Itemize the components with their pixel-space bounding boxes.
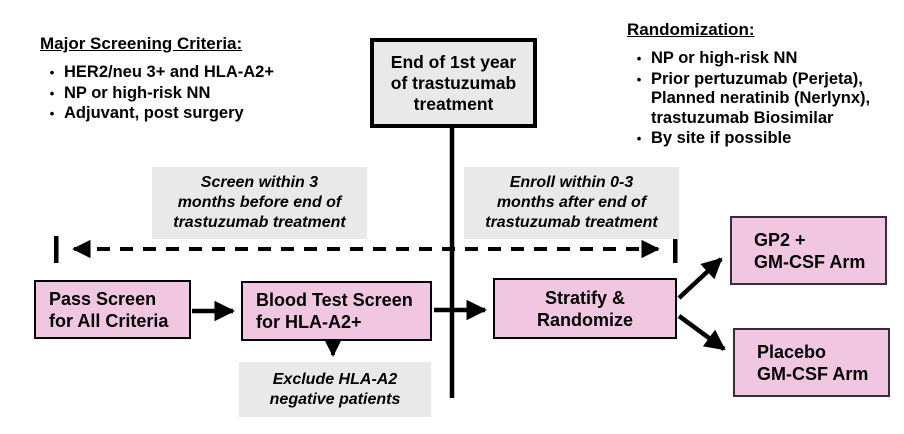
bullet-icon: • [636,51,642,66]
stratify-randomize-box: Stratify & Randomize [493,278,677,339]
blood-test-screen-box: Blood Test Screen for HLA-A2+ [241,281,432,341]
major-screening-title: Major Screening Criteria: [40,34,243,53]
screening-bullet-1-text: HER2/neu 3+ and HLA-A2+ [64,63,274,81]
randomization-bullet-2: • Prior pertuzumab (Perjeta), Planned ne… [627,70,899,129]
randomization-bullet-3: • By site if possible [627,129,899,149]
major-screening-criteria-block: Major Screening Criteria: • HER2/neu 3+ … [40,34,340,125]
exclude-hla-a2-note: Exclude HLA-A2 negative patients [239,362,431,417]
randomization-bullet-3-text: By site if possible [651,129,792,147]
screening-bullet-3-text: Adjuvant, post surgery [64,104,244,122]
screening-bullet-2-text: NP or high-risk NN [64,83,211,102]
bullet-icon: • [49,85,55,101]
randomization-title: Randomization: [627,20,755,39]
bullet-icon: • [49,106,55,121]
gp2-gmcsf-arm-box: GP2 + GM-CSF Arm [730,216,887,285]
randomization-bullet-1: • NP or high-risk NN [627,49,899,69]
span-right-end-bar [673,236,678,263]
screening-bullet-2: • NP or high-risk NN [40,84,340,104]
randomization-bullet-2-text: Prior pertuzumab (Perjeta), Planned nera… [651,69,871,127]
enroll-window-label: Enroll within 0-3 months after end of tr… [464,167,679,239]
screening-bullet-3: • Adjuvant, post surgery [40,104,340,124]
randomization-block: Randomization: • NP or high-risk NN • Pr… [627,20,899,150]
screen-window-label: Screen within 3 months before end of tra… [152,167,367,239]
arrow-stratify-to-placebo [677,314,726,351]
screening-bullet-1: • HER2/neu 3+ and HLA-A2+ [40,63,340,83]
placebo-gmcsf-arm-box: Placebo GM-CSF Arm [733,328,890,397]
end-of-first-year-box: End of 1st year of trastuzumab treatment [370,38,537,128]
randomization-bullet-1-text: NP or high-risk NN [651,49,798,67]
bullet-icon: • [636,71,642,87]
bullet-icon: • [636,131,642,146]
bullet-icon: • [49,65,55,80]
pass-screen-box: Pass Screen for All Criteria [34,280,191,339]
arrow-stratify-to-gp2 [677,257,723,300]
span-left-end-bar [54,236,59,263]
